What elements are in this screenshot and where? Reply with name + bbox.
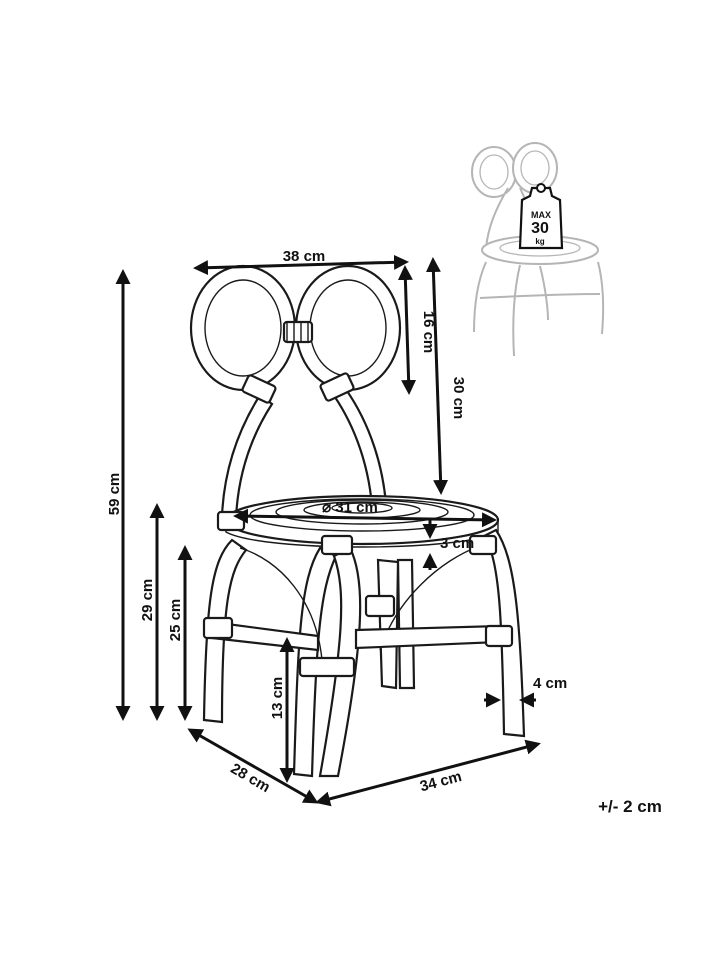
dim-line-width-base bbox=[315, 739, 541, 807]
dim-line-backrest-height bbox=[425, 257, 449, 495]
max-load-value: 30 bbox=[531, 220, 549, 237]
label-seat-diameter: ⌀ 31 cm bbox=[322, 499, 378, 516]
label-total-height: 59 cm bbox=[106, 473, 123, 516]
label-width-base: 34 cm bbox=[418, 768, 463, 795]
label-seat-height: 29 cm bbox=[139, 579, 156, 622]
label-stretcher-height: 13 cm bbox=[269, 677, 286, 720]
label-leg-thickness: 4 cm bbox=[533, 675, 567, 692]
load-capacity-thumbnail: MAX 30 kg bbox=[471, 142, 605, 357]
chair-illustration bbox=[189, 264, 526, 778]
label-seat-thickness: 3 cm bbox=[440, 535, 474, 552]
max-load-unit: kg bbox=[535, 237, 544, 246]
thumbnail-chair-icon bbox=[471, 142, 605, 357]
dim-line-backrest-loop bbox=[397, 265, 417, 395]
label-under-seat-height: 25 cm bbox=[167, 599, 184, 642]
label-width-top: 38 cm bbox=[283, 248, 326, 265]
weight-icon: MAX 30 kg bbox=[518, 183, 564, 250]
dim-line-width-top bbox=[193, 254, 409, 276]
max-load-label: MAX bbox=[531, 210, 551, 220]
dimension-lines bbox=[115, 254, 541, 807]
label-backrest-height: 30 cm bbox=[450, 377, 467, 420]
label-tolerance: +/- 2 cm bbox=[598, 797, 662, 816]
dim-line-seat-diameter bbox=[233, 508, 497, 528]
label-backrest-loop: 16 cm bbox=[420, 311, 437, 354]
dim-line-depth bbox=[187, 728, 319, 804]
